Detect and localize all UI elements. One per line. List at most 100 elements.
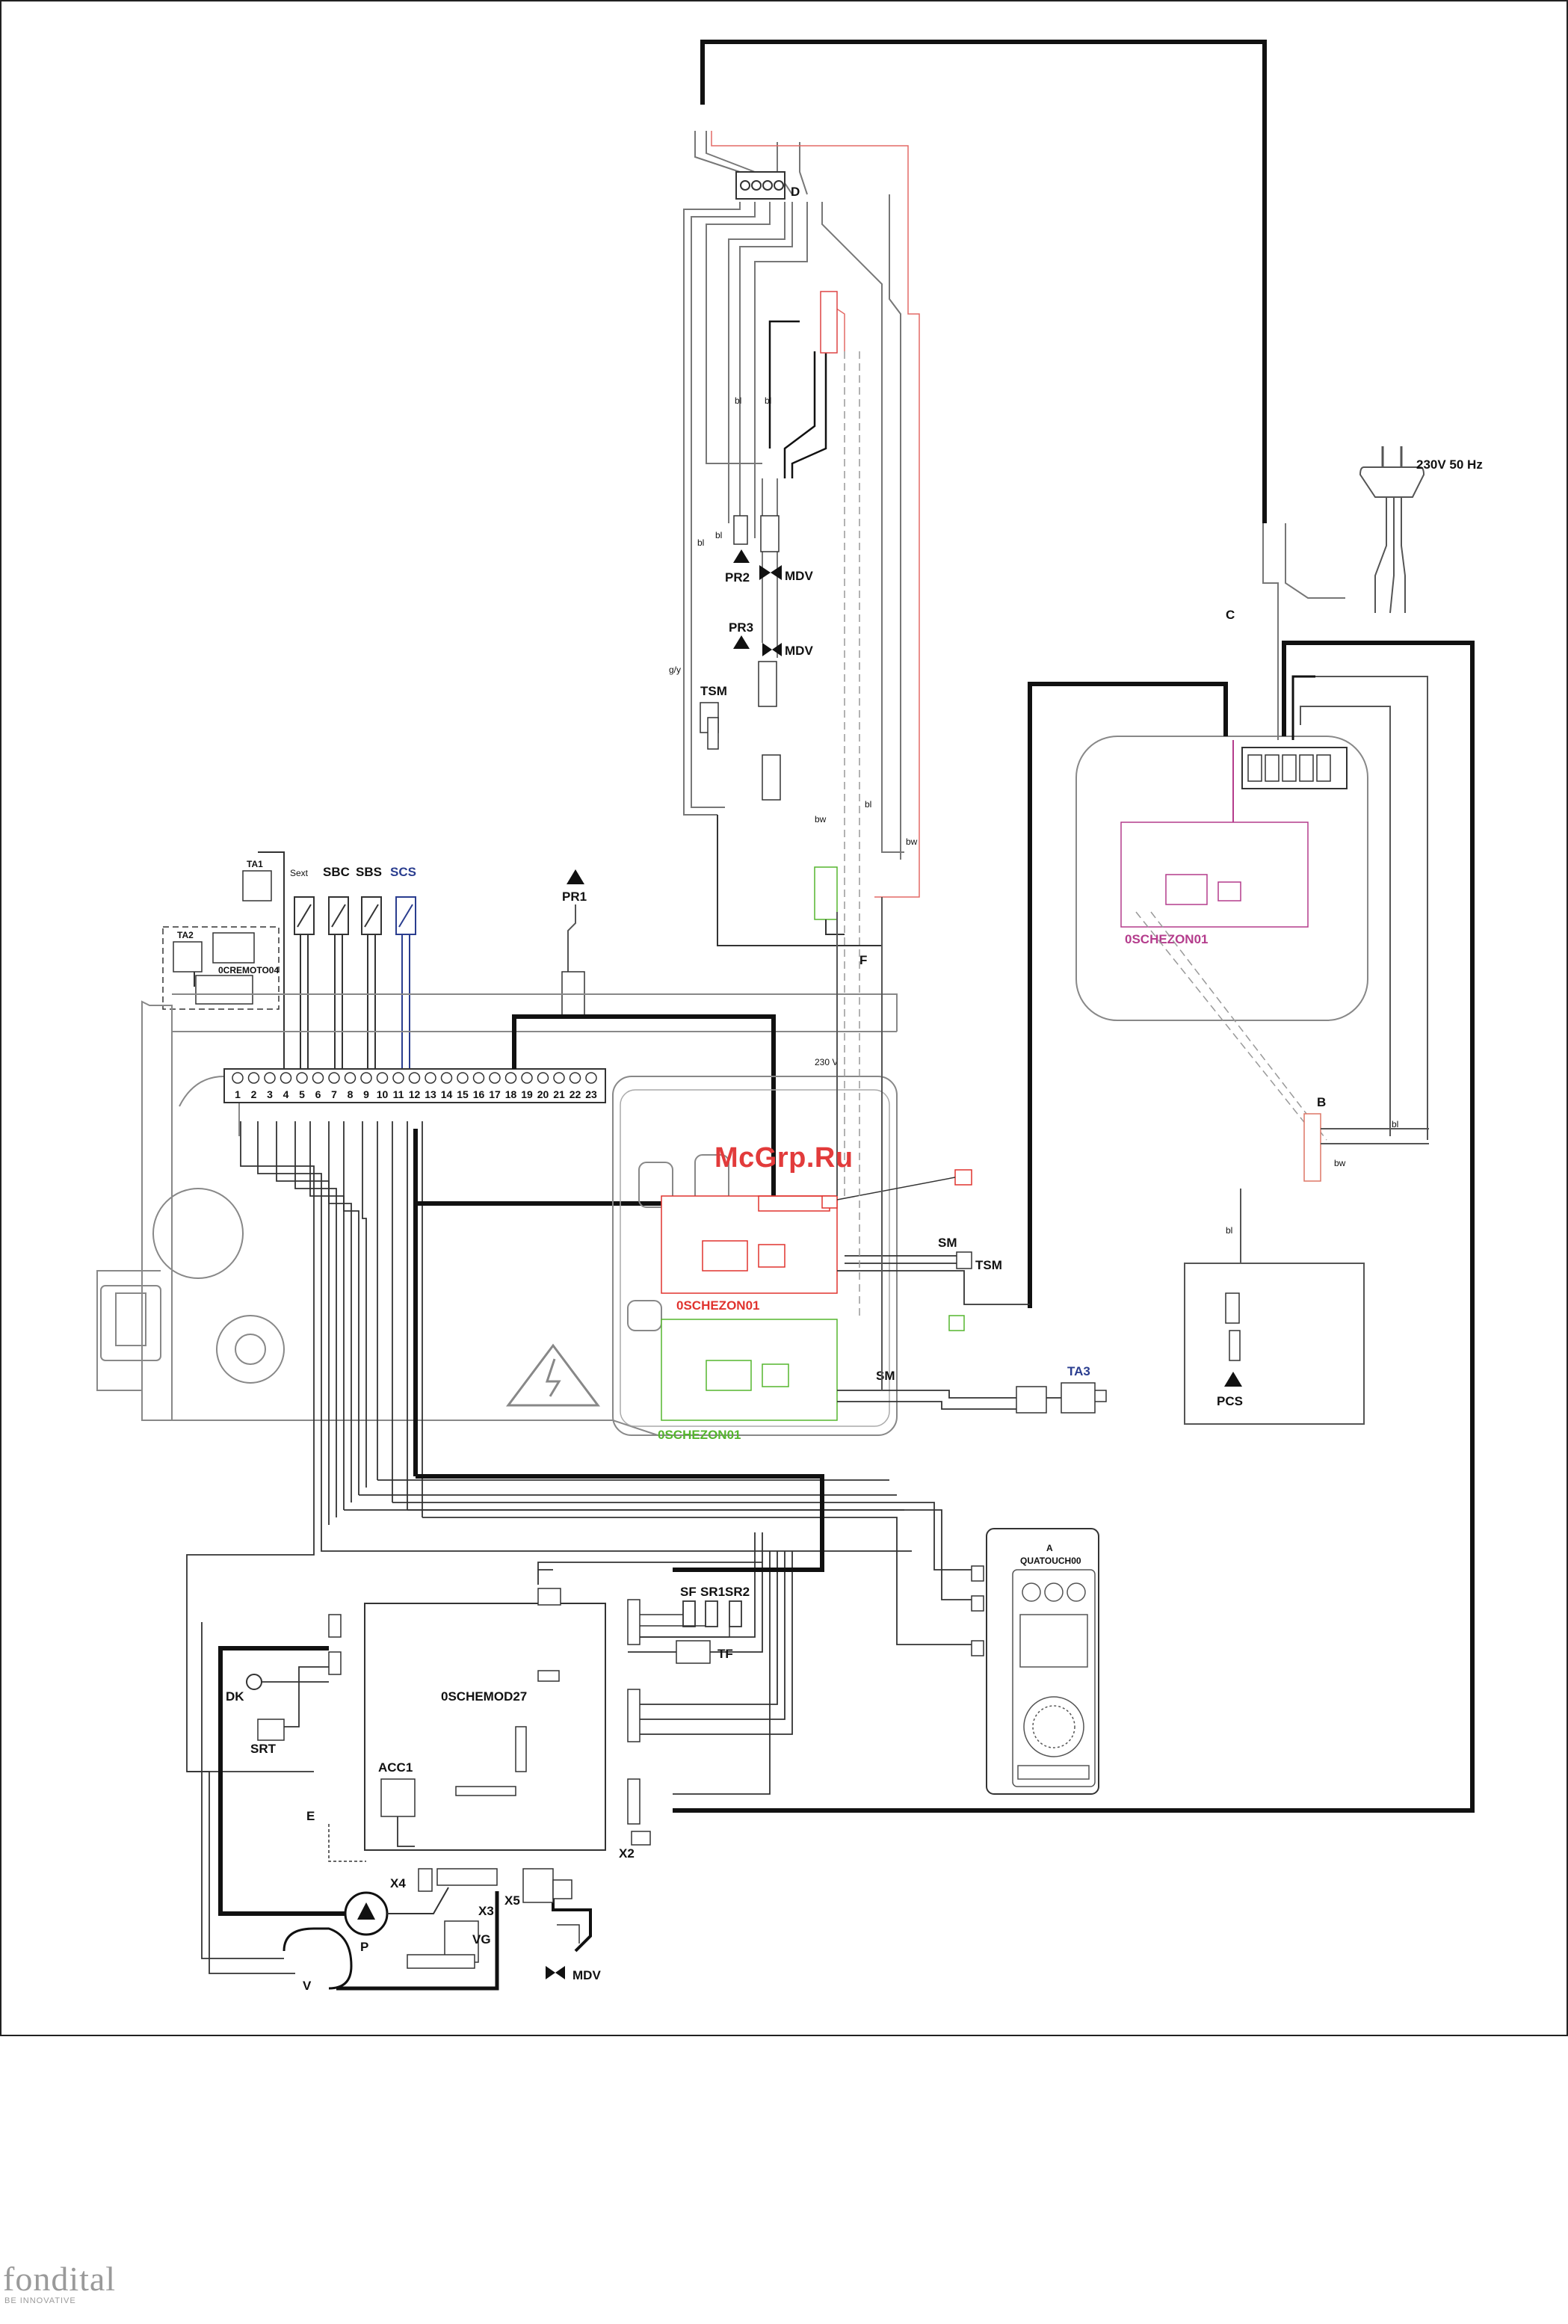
label-f: F xyxy=(859,953,867,967)
terminal-number: 20 xyxy=(537,1088,549,1100)
label-mdv-bottom: MDV xyxy=(572,1968,601,1982)
label-sr2: SR2 xyxy=(725,1585,750,1599)
terminal-screw xyxy=(360,1072,372,1084)
terminal-number: 11 xyxy=(393,1088,404,1100)
valve-mdv-mid-icon xyxy=(762,643,782,656)
sensor-tsm-right xyxy=(956,1251,972,1269)
label-remote-unit: 0CREMOTO04 xyxy=(218,965,279,975)
terminal-screw xyxy=(504,1072,517,1084)
label-x2: X2 xyxy=(619,1846,635,1861)
label-sext: Sext xyxy=(290,868,309,878)
brand-name: fondital xyxy=(3,2260,117,2298)
brand-tagline: BE INNOVATIVE xyxy=(4,2296,76,2305)
terminal-number: 16 xyxy=(473,1088,485,1100)
label-acc1: ACC1 xyxy=(378,1760,413,1775)
label-x4: X4 xyxy=(390,1876,406,1890)
label-e: E xyxy=(306,1809,315,1823)
pump-pcs-icon xyxy=(1224,1372,1242,1387)
label-remote-board: 0SCHEZON01 xyxy=(1125,932,1208,946)
sensor-dk-icon xyxy=(246,1674,262,1690)
wire-code-bl-pcs: bl xyxy=(1226,1225,1232,1236)
label-mdv-mid: MDV xyxy=(785,644,813,658)
terminal-screw xyxy=(408,1072,421,1084)
label-pcs: PCS xyxy=(1217,1394,1243,1408)
terminal-number: 8 xyxy=(348,1088,354,1100)
label-v: V xyxy=(303,1979,312,1993)
power-cable-top xyxy=(700,40,1267,523)
harness-left xyxy=(186,1121,979,1795)
label-main-board-green: 0SCHEZON01 xyxy=(658,1428,741,1442)
wire-code-bl-1: bl xyxy=(735,395,741,406)
terminal-number: 10 xyxy=(377,1088,389,1100)
sensors-group: 0CREMOTO04 TA1 TA2 Sext SBC SBS SCS xyxy=(162,851,587,1091)
wire-code-bl-2: bl xyxy=(765,395,771,406)
sensor-icons xyxy=(294,896,416,935)
terminal-screw xyxy=(280,1072,292,1084)
connector-green-f xyxy=(814,866,838,920)
terminal-screw xyxy=(425,1072,436,1084)
watermark: McGrp.Ru xyxy=(714,1142,854,1174)
label-pr2: PR2 xyxy=(725,570,750,585)
terminal-screw xyxy=(489,1072,501,1084)
terminal-number: 22 xyxy=(570,1088,581,1100)
label-tf: TF xyxy=(717,1647,733,1661)
pump-pr1-icon xyxy=(567,869,584,884)
terminal-number: 19 xyxy=(521,1088,533,1100)
boiler-housing xyxy=(96,993,898,1436)
label-p: P xyxy=(360,1940,368,1954)
wire-code-bl-4: bl xyxy=(715,530,722,540)
terminal-number: 14 xyxy=(441,1088,453,1100)
label-b: B xyxy=(1317,1095,1326,1109)
main-board-red xyxy=(661,1195,838,1294)
label-mdv-top: MDV xyxy=(785,569,813,583)
label-main-board-red: 0SCHEZON01 xyxy=(676,1298,759,1313)
terminal-number: 17 xyxy=(489,1088,501,1100)
remote-unit-box xyxy=(162,926,280,1010)
pcs-box xyxy=(1184,1263,1365,1425)
main-board-enclosure: 230 V 0SCHEZON01 0SCHEZON01 SM TSM SM xyxy=(506,351,1107,1442)
display-panel-group: A QUATOUCH00 xyxy=(971,1528,1099,1795)
valve-mdv-top-icon xyxy=(759,565,782,580)
terminal-block-d xyxy=(735,171,785,200)
terminal-screw xyxy=(296,1072,308,1084)
label-ta1: TA1 xyxy=(247,859,263,869)
wire-code-bl-5: bl xyxy=(865,799,871,810)
label-srt: SRT xyxy=(250,1742,277,1756)
wire-code-bl-3: bl xyxy=(697,537,704,548)
label-x3: X3 xyxy=(478,1904,494,1918)
label-sf: SF xyxy=(680,1585,697,1599)
label-ta3: TA3 xyxy=(1067,1364,1090,1378)
label-module-board: 0SCHEMOD27 xyxy=(441,1689,527,1704)
pump-pr2-icon xyxy=(733,549,750,563)
display-panel xyxy=(986,1528,1099,1795)
remote-terminal-block xyxy=(1241,747,1348,789)
terminal-screw xyxy=(264,1072,276,1084)
main-board-green xyxy=(661,1319,838,1421)
terminal-screw xyxy=(569,1072,581,1084)
connector-top xyxy=(820,291,838,354)
brand-logo: fondital BE INNOVATIVE xyxy=(3,2260,117,2306)
sensor-tf xyxy=(676,1640,711,1664)
terminal-screw xyxy=(553,1072,565,1084)
terminal-number: 7 xyxy=(331,1088,337,1100)
sensor-ta3 xyxy=(1061,1382,1096,1414)
connector-b xyxy=(1303,1113,1321,1182)
terminal-screw xyxy=(328,1072,340,1084)
label-ta2: TA2 xyxy=(177,930,194,940)
power-plug-group: 230V 50 Hz xyxy=(1359,446,1483,614)
terminal-screw xyxy=(247,1072,260,1084)
terminal-screw xyxy=(537,1072,549,1084)
label-x5: X5 xyxy=(504,1893,520,1908)
label-c: C xyxy=(1226,608,1235,622)
wire-code-bw-b: bw xyxy=(1334,1158,1346,1168)
label-pr1: PR1 xyxy=(562,890,587,904)
terminal-number: 21 xyxy=(553,1088,565,1100)
label-power: 230V 50 Hz xyxy=(1416,457,1483,472)
terminal-number: 12 xyxy=(409,1088,421,1100)
label-sm-bottom: SM xyxy=(876,1369,895,1383)
terminal-number: 18 xyxy=(505,1088,517,1100)
terminal-screw xyxy=(457,1072,469,1084)
label-sm-top: SM xyxy=(938,1236,957,1250)
label-sbc: SBC xyxy=(323,865,350,879)
